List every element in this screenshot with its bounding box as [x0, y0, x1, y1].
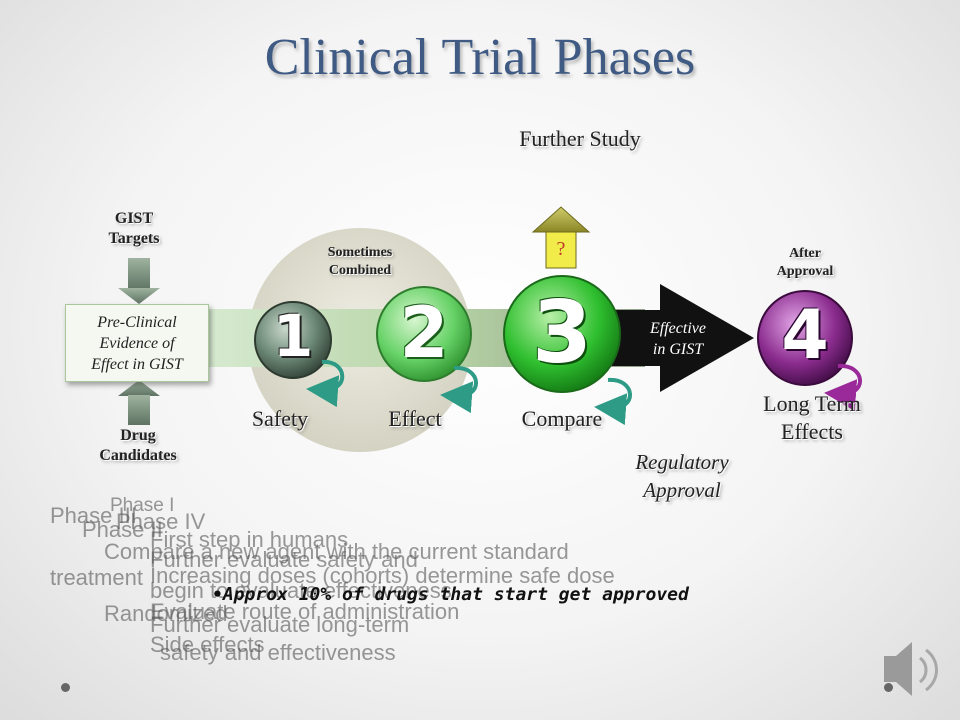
- bullet-marker: •: [212, 584, 223, 605]
- sometimes-combined-label: Sometimes Combined: [327, 245, 393, 278]
- approval-rate-note: •Approx 10% of drugs that start get appr…: [212, 584, 689, 605]
- speaker-icon[interactable]: [884, 642, 938, 696]
- phase-4-circle: [757, 290, 853, 386]
- phase-1-number: 1: [272, 302, 314, 370]
- regulatory-approval-label: Regulatory Approval: [635, 450, 729, 502]
- effective-arrow: [612, 284, 754, 392]
- up-arrow-icon: [531, 206, 591, 269]
- ghost-line: First step in humans: [150, 527, 349, 552]
- ghost-line: Increasing doses (cohorts) determine saf…: [150, 563, 615, 588]
- up-arrow-icon: [118, 380, 160, 425]
- phase-4-label: Long Term Effects: [763, 391, 861, 444]
- ghost-line: Compare a new agent with the current sta…: [104, 539, 569, 564]
- phase-2-label: Effect: [388, 406, 442, 431]
- bullet-dot: [884, 683, 893, 692]
- ghost-line: begin to evaluate effectiveness: [150, 578, 452, 603]
- phase-1-label: Safety: [251, 406, 309, 431]
- phase-1-circle: [254, 301, 332, 379]
- curl-arrow-icon: [824, 363, 862, 412]
- after-approval-label: After Approval: [776, 246, 834, 279]
- phase-2-circle: [376, 286, 472, 382]
- ghost-line: Phase II: [82, 517, 163, 542]
- curl-arrow-icon: [306, 359, 345, 408]
- curl-arrow-icon: [440, 365, 478, 414]
- ghost-line: Randomized: [104, 601, 228, 626]
- ghost-line: Phase I: [110, 495, 175, 516]
- phase-3-label: Compare: [521, 406, 603, 431]
- drug-candidates-label: Drug Candidates: [99, 427, 177, 464]
- gist-targets-label: GIST Targets: [108, 210, 160, 247]
- ghost-line: Further evaluate safety and: [150, 547, 418, 572]
- curl-arrow-icon: [594, 377, 632, 426]
- phase-4-number: 4: [781, 296, 829, 375]
- ghost-line: Further evaluate long-term: [150, 612, 410, 637]
- ghost-line: Phase IV: [116, 509, 206, 534]
- ghost-line: safety and effectiveness: [160, 640, 396, 665]
- effective-in-gist-label: Effective in GIST: [650, 320, 706, 358]
- phase-2-number: 2: [399, 292, 449, 374]
- ghost-line: Evaluate route of administration: [150, 599, 460, 624]
- down-arrow-icon: [118, 258, 160, 304]
- preclinical-box: Pre-Clinical Evidence of Effect in GIST: [65, 304, 209, 382]
- page-title: Clinical Trial Phases: [264, 29, 696, 86]
- further-study-label: Further Study: [519, 126, 641, 151]
- phase-3-number: 3: [532, 283, 592, 383]
- question-mark: ?: [556, 238, 566, 260]
- ghost-line: Phase III: [50, 503, 137, 528]
- phase-3-circle: [503, 275, 621, 393]
- bullet-dot: [61, 683, 70, 692]
- ghost-line: treatment: [50, 565, 143, 590]
- ghost-line: Side effects: [150, 632, 265, 657]
